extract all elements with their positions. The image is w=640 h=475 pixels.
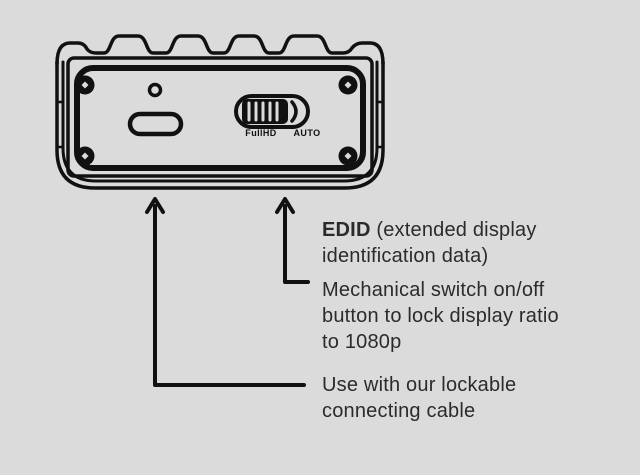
annotation-cable-line2: connecting cable — [322, 400, 476, 422]
annotation-mechanical-line3: to 1080p — [322, 331, 402, 353]
face-plate-outer — [66, 56, 374, 178]
annotation-mechanical-line1: Mechanical switch on/off — [322, 279, 545, 301]
annotation-edid: EDID (extended display identification da… — [322, 217, 537, 269]
annotation-mechanical-line2: button to lock display ratio — [322, 305, 559, 327]
corner-screws — [75, 75, 358, 166]
edid-term: EDID — [322, 219, 371, 241]
usb-c-port — [127, 111, 184, 137]
annotation-lockable-cable: Use with our lockable connecting cable — [322, 372, 516, 424]
device-body-outline — [55, 60, 385, 190]
face-plate-inner — [74, 65, 366, 171]
annotation-edid-line1: EDID (extended display — [322, 217, 537, 243]
arrow-up-icon — [275, 197, 295, 214]
switch-knob-ribs — [247, 101, 279, 122]
switch-label-auto: AUTO — [294, 128, 321, 138]
arrow-up-icon — [145, 197, 165, 214]
scalloped-top-edge — [55, 34, 385, 66]
side-seam-ticks — [55, 100, 385, 149]
annotation-mechanical-switch: Mechanical switch on/off button to lock … — [322, 277, 559, 355]
callout-line-switch — [275, 197, 310, 284]
led-pinhole-icon — [147, 82, 163, 98]
callout-line-cable — [145, 197, 306, 387]
annotation-edid-line2: identification data) — [322, 245, 489, 267]
switch-housing — [234, 94, 310, 129]
annotation-cable-line1: Use with our lockable — [322, 374, 517, 396]
device-body-inner-line — [61, 60, 379, 183]
switch-slot-curve — [290, 100, 298, 123]
edid-switch — [234, 94, 310, 129]
edid-definition-start: (extended display — [370, 219, 537, 241]
switch-label-fullhd: FullHD — [245, 128, 276, 138]
